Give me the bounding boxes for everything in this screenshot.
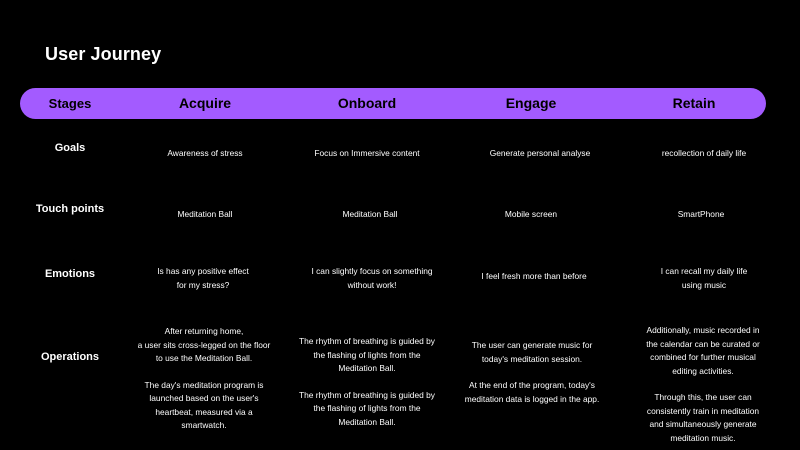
operations-onboard-p1: The rhythm of breathing is guided by the… bbox=[299, 336, 435, 373]
header-onboard: Onboard bbox=[337, 95, 397, 111]
operations-engage-p2: At the end of the program, today's medit… bbox=[464, 380, 600, 404]
goals-engage: Generate personal analyse bbox=[489, 148, 591, 158]
row-label-goals: Goals bbox=[54, 142, 86, 154]
goals-retain: recollection of daily life bbox=[661, 148, 747, 158]
header-stages: Stages bbox=[48, 96, 92, 111]
row-label-touch-points: Touch points bbox=[35, 203, 105, 215]
operations-acquire-p2: The day's meditation program is launched… bbox=[144, 379, 264, 431]
operations-retain-p2: Through this, the user can consistently … bbox=[646, 392, 760, 443]
goals-onboard: Focus on Immersive content bbox=[314, 148, 420, 158]
operations-onboard: The rhythm of breathing is guided by the… bbox=[287, 335, 447, 429]
operations-retain-p1: Additionally, music recorded in the cale… bbox=[646, 325, 760, 376]
emotions-acquire: Is has any positive effect for my stress… bbox=[157, 266, 249, 290]
touch-points-engage: Mobile screen bbox=[504, 209, 558, 219]
operations-onboard-p2: The rhythm of breathing is guided by the… bbox=[299, 389, 435, 427]
operations-engage-p1: The user can generate music for today's … bbox=[471, 340, 593, 364]
row-label-emotions: Emotions bbox=[44, 268, 96, 280]
touch-points-acquire: Meditation Ball bbox=[177, 209, 233, 219]
emotions-engage: I feel fresh more than before bbox=[481, 271, 587, 281]
stages-header-bar: Stages Acquire Onboard Engage Retain bbox=[20, 88, 766, 119]
header-engage: Engage bbox=[505, 95, 557, 111]
emotions-onboard: I can slightly focus on something withou… bbox=[311, 266, 433, 290]
page-title: User Journey bbox=[45, 44, 162, 64]
operations-acquire: After returning home, a user sits cross-… bbox=[124, 325, 284, 433]
header-retain: Retain bbox=[672, 95, 716, 111]
row-label-operations: Operations bbox=[40, 351, 100, 363]
operations-retain: Additionally, music recorded in the cale… bbox=[623, 324, 783, 445]
operations-acquire-p1: After returning home, a user sits cross-… bbox=[137, 326, 271, 363]
operations-engage: The user can generate music for today's … bbox=[452, 339, 612, 406]
emotions-retain: I can recall my daily life using music bbox=[660, 266, 748, 290]
goals-acquire: Awareness of stress bbox=[167, 148, 243, 158]
touch-points-retain: SmartPhone bbox=[677, 209, 725, 219]
touch-points-onboard: Meditation Ball bbox=[342, 209, 398, 219]
header-acquire: Acquire bbox=[178, 95, 232, 111]
